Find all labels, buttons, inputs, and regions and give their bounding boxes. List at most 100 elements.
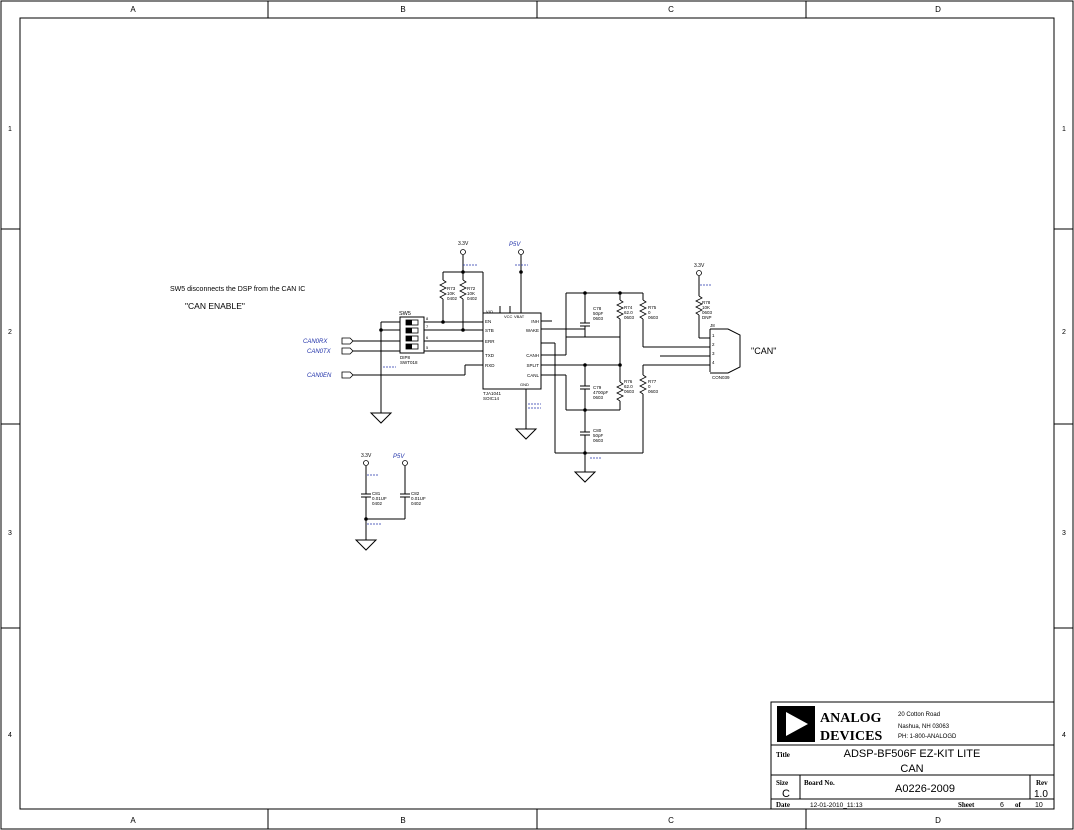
svg-text:4700pF: 4700pF: [593, 390, 609, 395]
of-label: of: [1015, 801, 1022, 809]
capacitor-c79: C79 4700pF 0603: [580, 365, 609, 410]
resistor-r74: R74 62.0 0603: [616, 293, 635, 337]
power-3v3-decoupling: 3.3V: [361, 453, 378, 494]
svg-text:0.01UF: 0.01UF: [372, 496, 387, 501]
transceiver-ic: EN STB ERR TXD RXD INH WAKE CANH SPLIT C…: [482, 309, 542, 409]
sheet-number: 6: [1000, 802, 1004, 809]
date-label: Date: [776, 801, 790, 809]
svg-text:0603: 0603: [624, 315, 635, 320]
svg-text:SWT018: SWT018: [400, 360, 418, 365]
svg-text:TXD: TXD: [485, 353, 495, 358]
svg-text:0603: 0603: [648, 315, 659, 320]
address-line1: 20 Cotton Road: [898, 712, 940, 718]
resistor-r78: R78 10K 0603 DNP: [695, 295, 713, 339]
col-label-d-bottom: D: [935, 816, 941, 825]
ground-symbol-sw5: [369, 412, 393, 424]
title-block: ANALOG DEVICES 20 Cotton Road Nashua, NH…: [770, 701, 1055, 810]
board-label: Board No.: [804, 779, 835, 787]
row-labels-right: 1 2 3 4: [1062, 126, 1066, 739]
power-net-decoupling: P5V: [393, 454, 408, 494]
svg-text:C79: C79: [593, 385, 602, 390]
row-label-4-right: 4: [1062, 732, 1066, 739]
svg-text:10K: 10K: [447, 291, 455, 296]
row-label-2-right: 2: [1062, 329, 1066, 336]
size-label: Size: [776, 779, 788, 787]
svg-text:EN: EN: [485, 319, 491, 324]
col-label-b-bottom: B: [400, 816, 405, 825]
svg-text:8: 8: [426, 316, 429, 321]
resistor-r75: R75 0 0603: [639, 293, 659, 347]
svg-text:R74: R74: [624, 305, 633, 310]
svg-text:62.0: 62.0: [624, 384, 633, 389]
svg-text:CAN0TX: CAN0TX: [307, 349, 332, 355]
svg-text:CAN0RX: CAN0RX: [303, 339, 328, 345]
svg-text:3.3V: 3.3V: [361, 453, 372, 459]
svg-text:0603: 0603: [624, 389, 635, 394]
company-name-line2: DEVICES: [820, 729, 882, 744]
svg-text:VCC: VCC: [504, 314, 513, 319]
svg-text:4: 4: [712, 360, 715, 365]
svg-text:CANH: CANH: [526, 353, 539, 358]
svg-text:0603: 0603: [648, 389, 659, 394]
svg-text:0603: 0603: [593, 316, 604, 321]
col-label-c-bottom: C: [668, 816, 674, 825]
svg-text:GND: GND: [520, 382, 529, 387]
svg-text:0603: 0603: [593, 438, 604, 443]
size-value: C: [782, 788, 790, 800]
svg-text:ERR: ERR: [485, 339, 495, 344]
col-label-c: C: [668, 5, 674, 14]
svg-text:0402: 0402: [372, 501, 383, 506]
svg-text:C80: C80: [593, 428, 602, 433]
row-label-2: 2: [8, 329, 12, 336]
svg-text:R73: R73: [447, 286, 456, 291]
sheet-label: Sheet: [958, 801, 975, 809]
title-label: Title: [776, 751, 790, 759]
ground-symbol-bus: [573, 471, 597, 483]
svg-text:P5V: P5V: [393, 454, 405, 460]
svg-text:J8: J8: [710, 323, 715, 328]
svg-text:10K: 10K: [467, 291, 475, 296]
svg-text:3: 3: [712, 351, 715, 356]
svg-text:0402: 0402: [411, 501, 422, 506]
svg-text:62.0: 62.0: [624, 310, 633, 315]
capacitor-c80: C80 50pF 0603: [580, 428, 604, 453]
svg-text:1: 1: [712, 333, 715, 338]
svg-text:2: 2: [712, 342, 715, 347]
row-label-3-right: 3: [1062, 530, 1066, 537]
power-3v3-connector: 3.3V: [694, 263, 712, 296]
svg-text:"CAN": "CAN": [751, 346, 776, 356]
svg-text:C81: C81: [372, 491, 381, 496]
svg-text:SW5: SW5: [399, 311, 411, 317]
title-line1: ADSP-BF506F EZ-KIT LITE: [844, 748, 981, 760]
svg-text:0402: 0402: [447, 296, 458, 301]
capacitor-c81: C81 0.01UF 0402: [361, 491, 387, 540]
svg-text:5: 5: [426, 345, 429, 350]
svg-text:INH: INH: [531, 319, 539, 324]
sw5-dip-switch: SW5 DIP8 SWT018: [383, 311, 425, 368]
resistor-r72: R72 10K 0402: [459, 272, 478, 330]
svg-text:STB: STB: [485, 328, 494, 333]
row-label-3: 3: [8, 530, 12, 537]
svg-text:0402: 0402: [467, 296, 478, 301]
svg-text:CAN0EN: CAN0EN: [307, 373, 332, 379]
svg-text:WAKE: WAKE: [526, 328, 539, 333]
row-labels-left: 1 2 3 4: [8, 126, 12, 739]
date-value: 12-01-2010_11:13: [810, 802, 863, 809]
address-line2: Nashua, NH 03063: [898, 724, 950, 730]
capacitor-c78: C78 50pF 0603: [580, 293, 604, 337]
col-label-b: B: [400, 5, 405, 14]
svg-text:6: 6: [426, 335, 429, 340]
address-line3: PH: 1-800-ANALOGD: [898, 734, 957, 740]
svg-text:DNP: DNP: [702, 315, 712, 320]
svg-text:0.01UF: 0.01UF: [411, 496, 426, 501]
svg-text:3.3V: 3.3V: [458, 241, 469, 247]
svg-text:CANL: CANL: [527, 373, 540, 378]
net-port-can-en: CAN0EN: [307, 364, 483, 379]
svg-text:7: 7: [426, 324, 429, 329]
ground-symbol-decoupling: [354, 539, 378, 551]
title-line2: CAN: [900, 763, 923, 775]
net-port-can-rx: CAN0RX: [303, 337, 400, 345]
resistor-r77: R77 0 0603: [639, 365, 659, 453]
col-label-a: A: [130, 5, 136, 14]
